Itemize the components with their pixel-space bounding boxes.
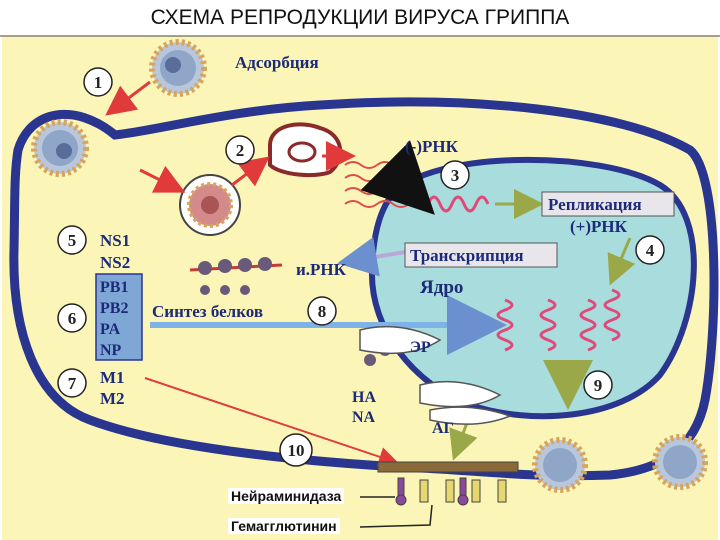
- label-hemagglutinin: Гемагглютинин: [228, 518, 340, 534]
- label-mrna: и.РНК: [296, 260, 347, 279]
- virus-entering: [31, 119, 89, 177]
- step-3-circle: [440, 160, 470, 190]
- membrane-glycoproteins: [377, 461, 519, 506]
- step-1: 1: [94, 73, 103, 92]
- label-np: NP: [100, 342, 122, 359]
- step-4: 4: [646, 241, 655, 260]
- step-8-circle: [307, 296, 337, 326]
- arrow-golgi-to-membrane: [449, 419, 478, 461]
- arrow-step4: [607, 237, 636, 286]
- arrow-transcription: [337, 237, 406, 277]
- step-4-circle: [635, 235, 665, 265]
- pointer-hemagglutinin: [359, 504, 433, 528]
- page-title: СХЕМА РЕПРОДУКЦИИ ВИРУСА ГРИППА: [150, 6, 570, 29]
- step-8: 8: [318, 302, 327, 321]
- endoplasmic-reticulum: [359, 325, 502, 408]
- label-pb2: PB2: [100, 300, 128, 317]
- arrow-to-endosome: [139, 165, 186, 193]
- label-golgi: АГ: [432, 420, 454, 437]
- label-m2: M2: [100, 389, 125, 408]
- label-pa: PA: [100, 321, 121, 338]
- step-9: 9: [594, 376, 603, 395]
- ribosomes: [198, 257, 272, 295]
- step-10: 10: [288, 441, 305, 460]
- step-7: 7: [68, 374, 77, 393]
- rna-coil: [426, 195, 490, 213]
- label-ha: HA: [352, 389, 376, 406]
- arrow-adsorption: [105, 80, 151, 116]
- step-6-circle: [57, 303, 87, 333]
- arrow-uncoating: [231, 156, 270, 187]
- step-5-circle: [57, 225, 87, 255]
- arrow-m1-to-membrane: [144, 377, 399, 467]
- step-10-circle: [279, 433, 313, 467]
- rna-coils-nucleus: [496, 288, 621, 352]
- label-ns1: NS1: [100, 231, 130, 250]
- virus-adsorbing: [149, 39, 207, 97]
- label-protein-synthesis: Синтез белков: [152, 302, 263, 321]
- step-2: 2: [236, 141, 245, 160]
- step-7-circle: [57, 368, 87, 398]
- step-1-circle: [83, 67, 113, 97]
- label-pos-rna: (+)РНК: [570, 217, 628, 236]
- label-neuraminidase: Нейраминидаза: [228, 488, 345, 504]
- label-er: ЭР: [410, 339, 431, 356]
- step-3: 3: [451, 166, 460, 185]
- label-transcription: Транскрипция: [410, 246, 524, 265]
- step-2-circle: [225, 135, 255, 165]
- label-m1: M1: [100, 368, 125, 387]
- virus-released-2: [652, 434, 708, 490]
- step-9-circle: [583, 370, 613, 400]
- arrow-into-nucleus: [360, 140, 435, 215]
- label-nucleus: Ядро: [420, 277, 463, 298]
- polymerase-box: [95, 273, 143, 361]
- step-5: 5: [68, 231, 77, 250]
- label-ns2: NS2: [100, 253, 130, 272]
- endosome-virus: [179, 174, 241, 236]
- step-circles: [57, 67, 665, 467]
- label-neg-rna: (-)РНК: [405, 137, 459, 156]
- step-6: 6: [68, 309, 77, 328]
- label-na: NA: [352, 409, 376, 426]
- label-replication: Репликация: [548, 195, 642, 214]
- label-pb1: PB1: [100, 279, 128, 296]
- virus-released-1: [532, 437, 588, 493]
- label-box-transcription: [404, 242, 558, 268]
- golgi: [429, 406, 513, 425]
- label-adsorption: Адсорбция: [235, 53, 319, 72]
- label-box-replication: [541, 191, 675, 217]
